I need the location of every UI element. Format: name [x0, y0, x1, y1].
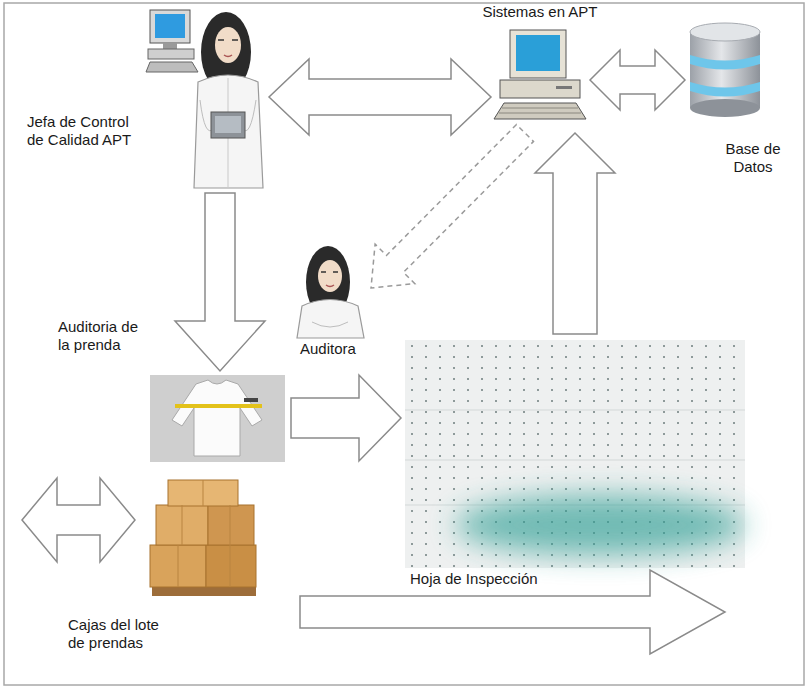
node-label: Auditora: [300, 340, 390, 358]
icon-node: Auditora: [295, 243, 365, 338]
block-arrow: [590, 50, 685, 110]
icon-node: Auditoria de la prenda: [150, 375, 285, 462]
computer-icon: [146, 10, 198, 72]
person-icon: [194, 12, 263, 188]
inspection-sheet-photo: [405, 340, 745, 568]
block-arrow: [291, 375, 401, 461]
block-arrow: [269, 59, 491, 135]
node-label: Base de Datos: [718, 140, 788, 176]
node-label: Hoja de Inspección: [410, 570, 650, 588]
database-icon: [690, 23, 760, 117]
icon-node: Hoja de Inspección: [405, 340, 745, 568]
boxes-photo: [150, 480, 256, 596]
node-label: Sistemas en APT: [470, 3, 610, 21]
double-arrow: [22, 478, 135, 562]
icon-node: Cajas del lote de prendas: [150, 478, 260, 598]
block-arrow: [535, 133, 615, 334]
node-label: Cajas del lote de prendas: [68, 616, 178, 652]
block-arrow: [371, 125, 534, 288]
block-arrow: [175, 193, 265, 371]
flow-arrow: [300, 570, 725, 654]
node-label: Jefa de Control de Calidad APT: [27, 113, 142, 149]
node-label: Auditoria de la prenda: [58, 318, 150, 354]
garment-photo: [150, 375, 285, 462]
computer-icon: [494, 30, 586, 119]
icon-node: Sistemas en APT: [495, 28, 585, 125]
icon-node: Jefa de Control de Calidad APT: [145, 5, 265, 190]
icon-node: Base de Datos: [688, 22, 763, 117]
person-icon: [297, 246, 364, 338]
frame: [4, 3, 804, 685]
